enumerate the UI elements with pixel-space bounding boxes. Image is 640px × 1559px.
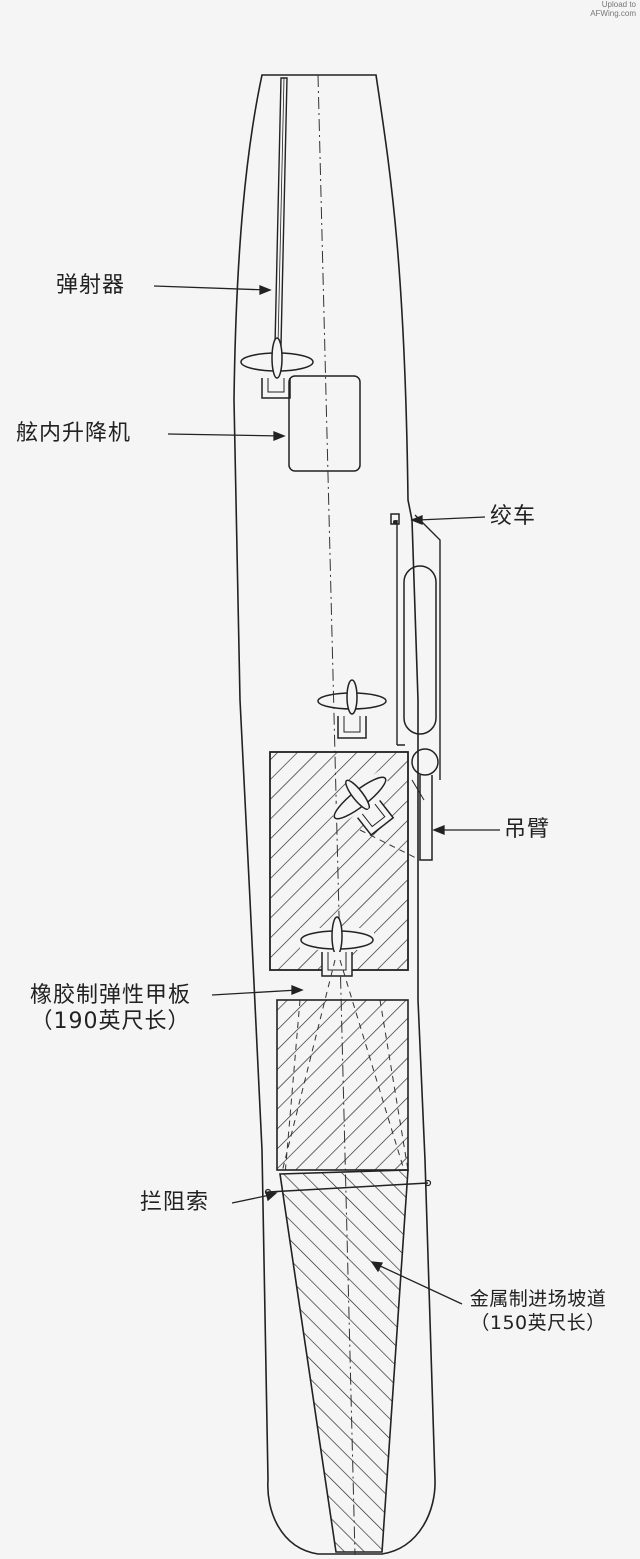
rubber-deck-label-line2: （190英尺长） [30,1009,191,1034]
crane-boom-housing [403,565,437,735]
aircraft-parked-icon [317,679,387,739]
rubber-deck-lower [276,999,409,1171]
rubber-deck-label: 橡胶制弹性甲板 （190英尺长） [8,983,213,1035]
watermark-line2: AFWing.com [590,9,636,18]
aircraft-landing-icon [328,770,395,837]
metal-approach-ramp [279,1169,409,1553]
leader-lines [153,285,500,1305]
aircraft-on-deck-icon [300,916,374,977]
aircraft-on-catapult-icon [240,337,314,399]
crane-icon [411,748,439,861]
winch-label: 绞车 [490,504,537,529]
side-sponson [396,514,441,780]
catapult-label: 弹射器 [56,273,126,298]
landing-envelope [281,829,421,1176]
ramp-label-line1: 金属制进场坡道 [469,1288,607,1310]
hull-outline [233,74,436,1555]
winch-icon [390,513,400,525]
rubber-deck-label-line1: 橡胶制弹性甲板 [29,983,191,1008]
elevator-label: 舷内升降机 [16,421,132,446]
elevator-platform [288,375,361,472]
crane-label: 吊臂 [504,817,551,842]
ramp-label-line2: （150英尺长） [470,1312,606,1334]
watermark: Upload to AFWing.com [590,0,636,18]
watermark-line1: Upload to [601,0,636,9]
arrestor-label: 拦阻索 [140,1190,210,1215]
ramp-label: 金属制进场坡道 （150英尺长） [442,1287,634,1335]
